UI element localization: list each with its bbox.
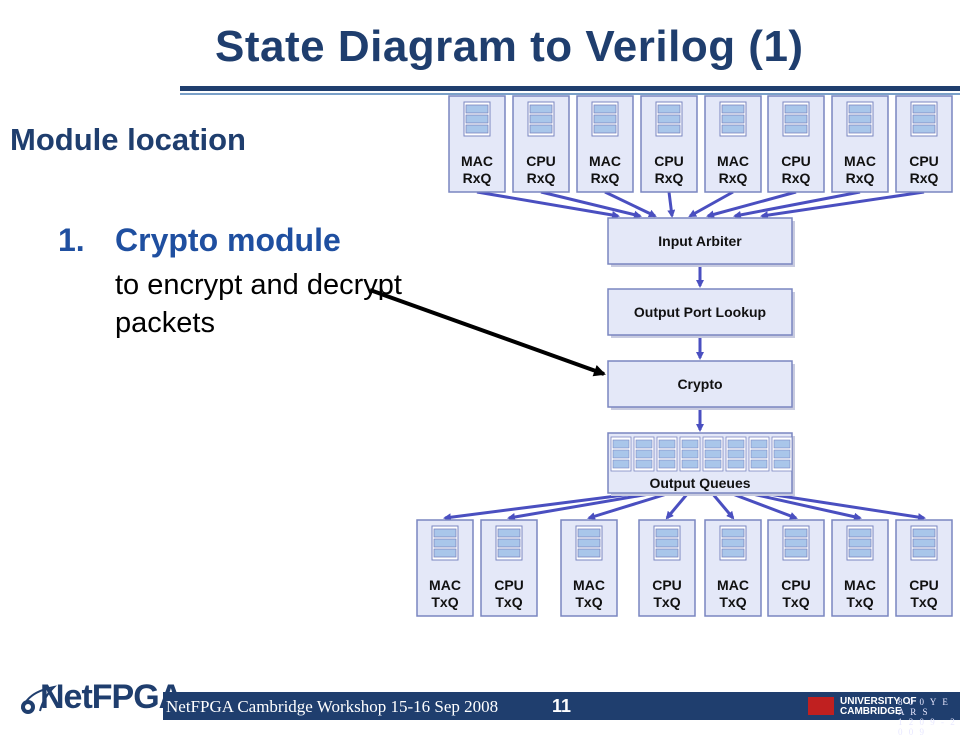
netfpga-logo-icon: [18, 683, 58, 722]
rx-arrow: [667, 191, 676, 218]
queue-kind-label: TxQ: [575, 594, 602, 610]
output-port-lookup-box: Output Port Lookup: [607, 288, 795, 338]
tx-arrow: [665, 492, 690, 520]
pipeline-diagram: MACRxQCPURxQMACRxQCPURxQMACRxQCPURxQMACR…: [369, 95, 953, 617]
input-arbiter-box-label: Input Arbiter: [658, 233, 742, 249]
netfpga-logo: NetFPGA: [40, 678, 183, 717]
rx-arrow: [733, 190, 861, 219]
rx-arrow: [688, 190, 734, 218]
anniversary-line2: 1 2 0 9 - 2 0 0 9: [898, 717, 957, 737]
list-item-title: Crypto module: [115, 222, 341, 258]
tx-arrow: [761, 491, 926, 522]
queue-type-label: CPU: [781, 153, 811, 169]
input-arbiter-box: Input Arbiter: [607, 217, 795, 267]
title-underline: [180, 86, 960, 91]
queue-kind-label: TxQ: [846, 594, 873, 610]
crypto-box: Crypto: [607, 360, 795, 410]
cambridge-crest-icon: [808, 697, 834, 715]
queue-type-label: CPU: [654, 153, 684, 169]
section-heading: Module location: [10, 122, 246, 157]
rx-arrow: [706, 190, 797, 219]
tx-arrow: [710, 492, 735, 520]
logo-text: NetFPGA: [40, 678, 183, 716]
queue-kind-label: RxQ: [782, 170, 811, 186]
university-line2: CAMBRIDGE: [840, 706, 902, 717]
queue-kind-label: RxQ: [719, 170, 748, 186]
queue-type-label: MAC: [844, 577, 876, 593]
anniversary-line1: 8 0 0 Y E A R S: [898, 697, 950, 717]
queue-type-label: CPU: [526, 153, 556, 169]
slide-title: State Diagram to Verilog (1): [215, 22, 804, 71]
queue-kind-label: RxQ: [463, 170, 492, 186]
queue-type-label: MAC: [717, 577, 749, 593]
queue-kind-label: TxQ: [782, 594, 809, 610]
rx-arrow: [476, 190, 620, 219]
queue-type-label: CPU: [494, 577, 524, 593]
tx-arrow: [443, 491, 641, 522]
queue-kind-label: RxQ: [527, 170, 556, 186]
queue-kind-label: TxQ: [495, 594, 522, 610]
queue-kind-label: RxQ: [846, 170, 875, 186]
rx-arrow: [604, 190, 657, 218]
rx-arrow: [540, 190, 642, 219]
queue-type-label: MAC: [573, 577, 605, 593]
queue-type-label: MAC: [461, 153, 493, 169]
queue-type-label: CPU: [652, 577, 682, 593]
list-item-description: to encrypt and decrypt packets: [115, 269, 402, 339]
university-name: UNIVERSITY OF CAMBRIDGE: [840, 697, 917, 717]
queue-kind-label: TxQ: [910, 594, 937, 610]
queue-kind-label: TxQ: [653, 594, 680, 610]
crypto-box-label: Crypto: [677, 376, 722, 392]
rx-arrow: [760, 190, 925, 220]
tx-arrow: [729, 491, 798, 520]
queue-kind-label: TxQ: [719, 594, 746, 610]
output-queues-label: Output Queues: [649, 475, 750, 491]
queue-kind-label: RxQ: [591, 170, 620, 186]
output-queues-box: Output Queues: [607, 432, 795, 496]
list-number: 1.: [58, 222, 85, 258]
queue-type-label: MAC: [844, 153, 876, 169]
tx-arrow: [747, 491, 862, 521]
queue-type-label: CPU: [909, 577, 939, 593]
title-underline-thin: [180, 93, 960, 95]
tx-arrow: [507, 491, 656, 521]
queue-type-label: MAC: [589, 153, 621, 169]
university-line1: UNIVERSITY OF: [840, 696, 917, 707]
queue-type-label: CPU: [909, 153, 939, 169]
tx-arrow: [587, 491, 671, 521]
footer-text: NetFPGA Cambridge Workshop 15-16 Sep 200…: [166, 697, 499, 716]
queue-type-label: MAC: [429, 577, 461, 593]
queue-kind-label: TxQ: [431, 594, 458, 610]
pointer-arrow: [369, 288, 606, 377]
queue-kind-label: RxQ: [655, 170, 684, 186]
page-number: 11: [552, 696, 572, 716]
queue-type-label: MAC: [717, 153, 749, 169]
queue-type-label: CPU: [781, 577, 811, 593]
output-port-lookup-box-label: Output Port Lookup: [634, 304, 766, 320]
queue-kind-label: RxQ: [910, 170, 939, 186]
anniversary-mark: 8 0 0 Y E A R S 1 2 0 9 - 2 0 0 9: [898, 697, 960, 737]
